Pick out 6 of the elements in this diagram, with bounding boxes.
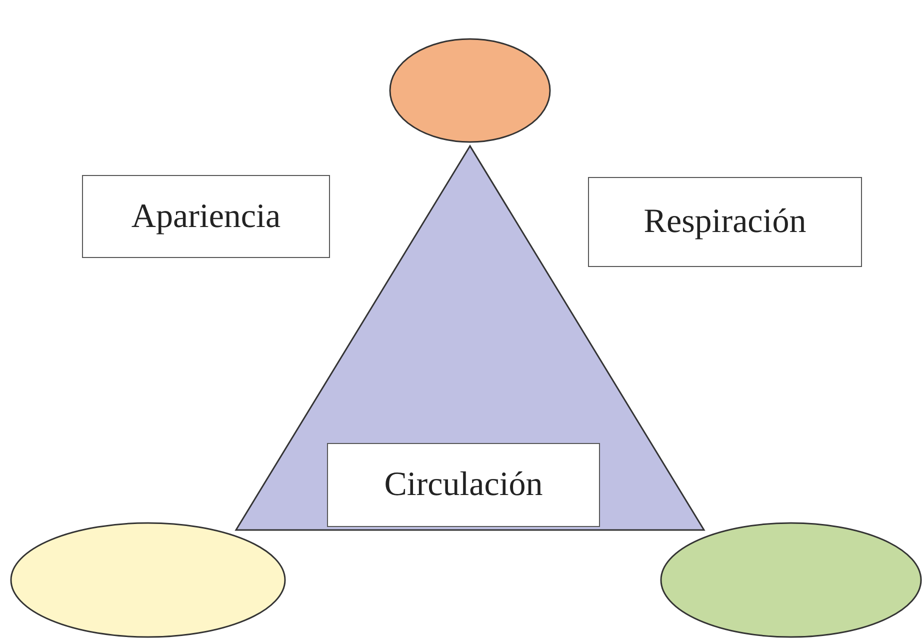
ellipse-shape bbox=[389, 38, 551, 143]
ellipse-shape bbox=[10, 522, 286, 638]
text-box: Circulación bbox=[327, 443, 600, 527]
text-box: Apariencia bbox=[82, 175, 330, 258]
ellipse-shape bbox=[660, 522, 922, 638]
text-box: Respiración bbox=[588, 177, 862, 267]
